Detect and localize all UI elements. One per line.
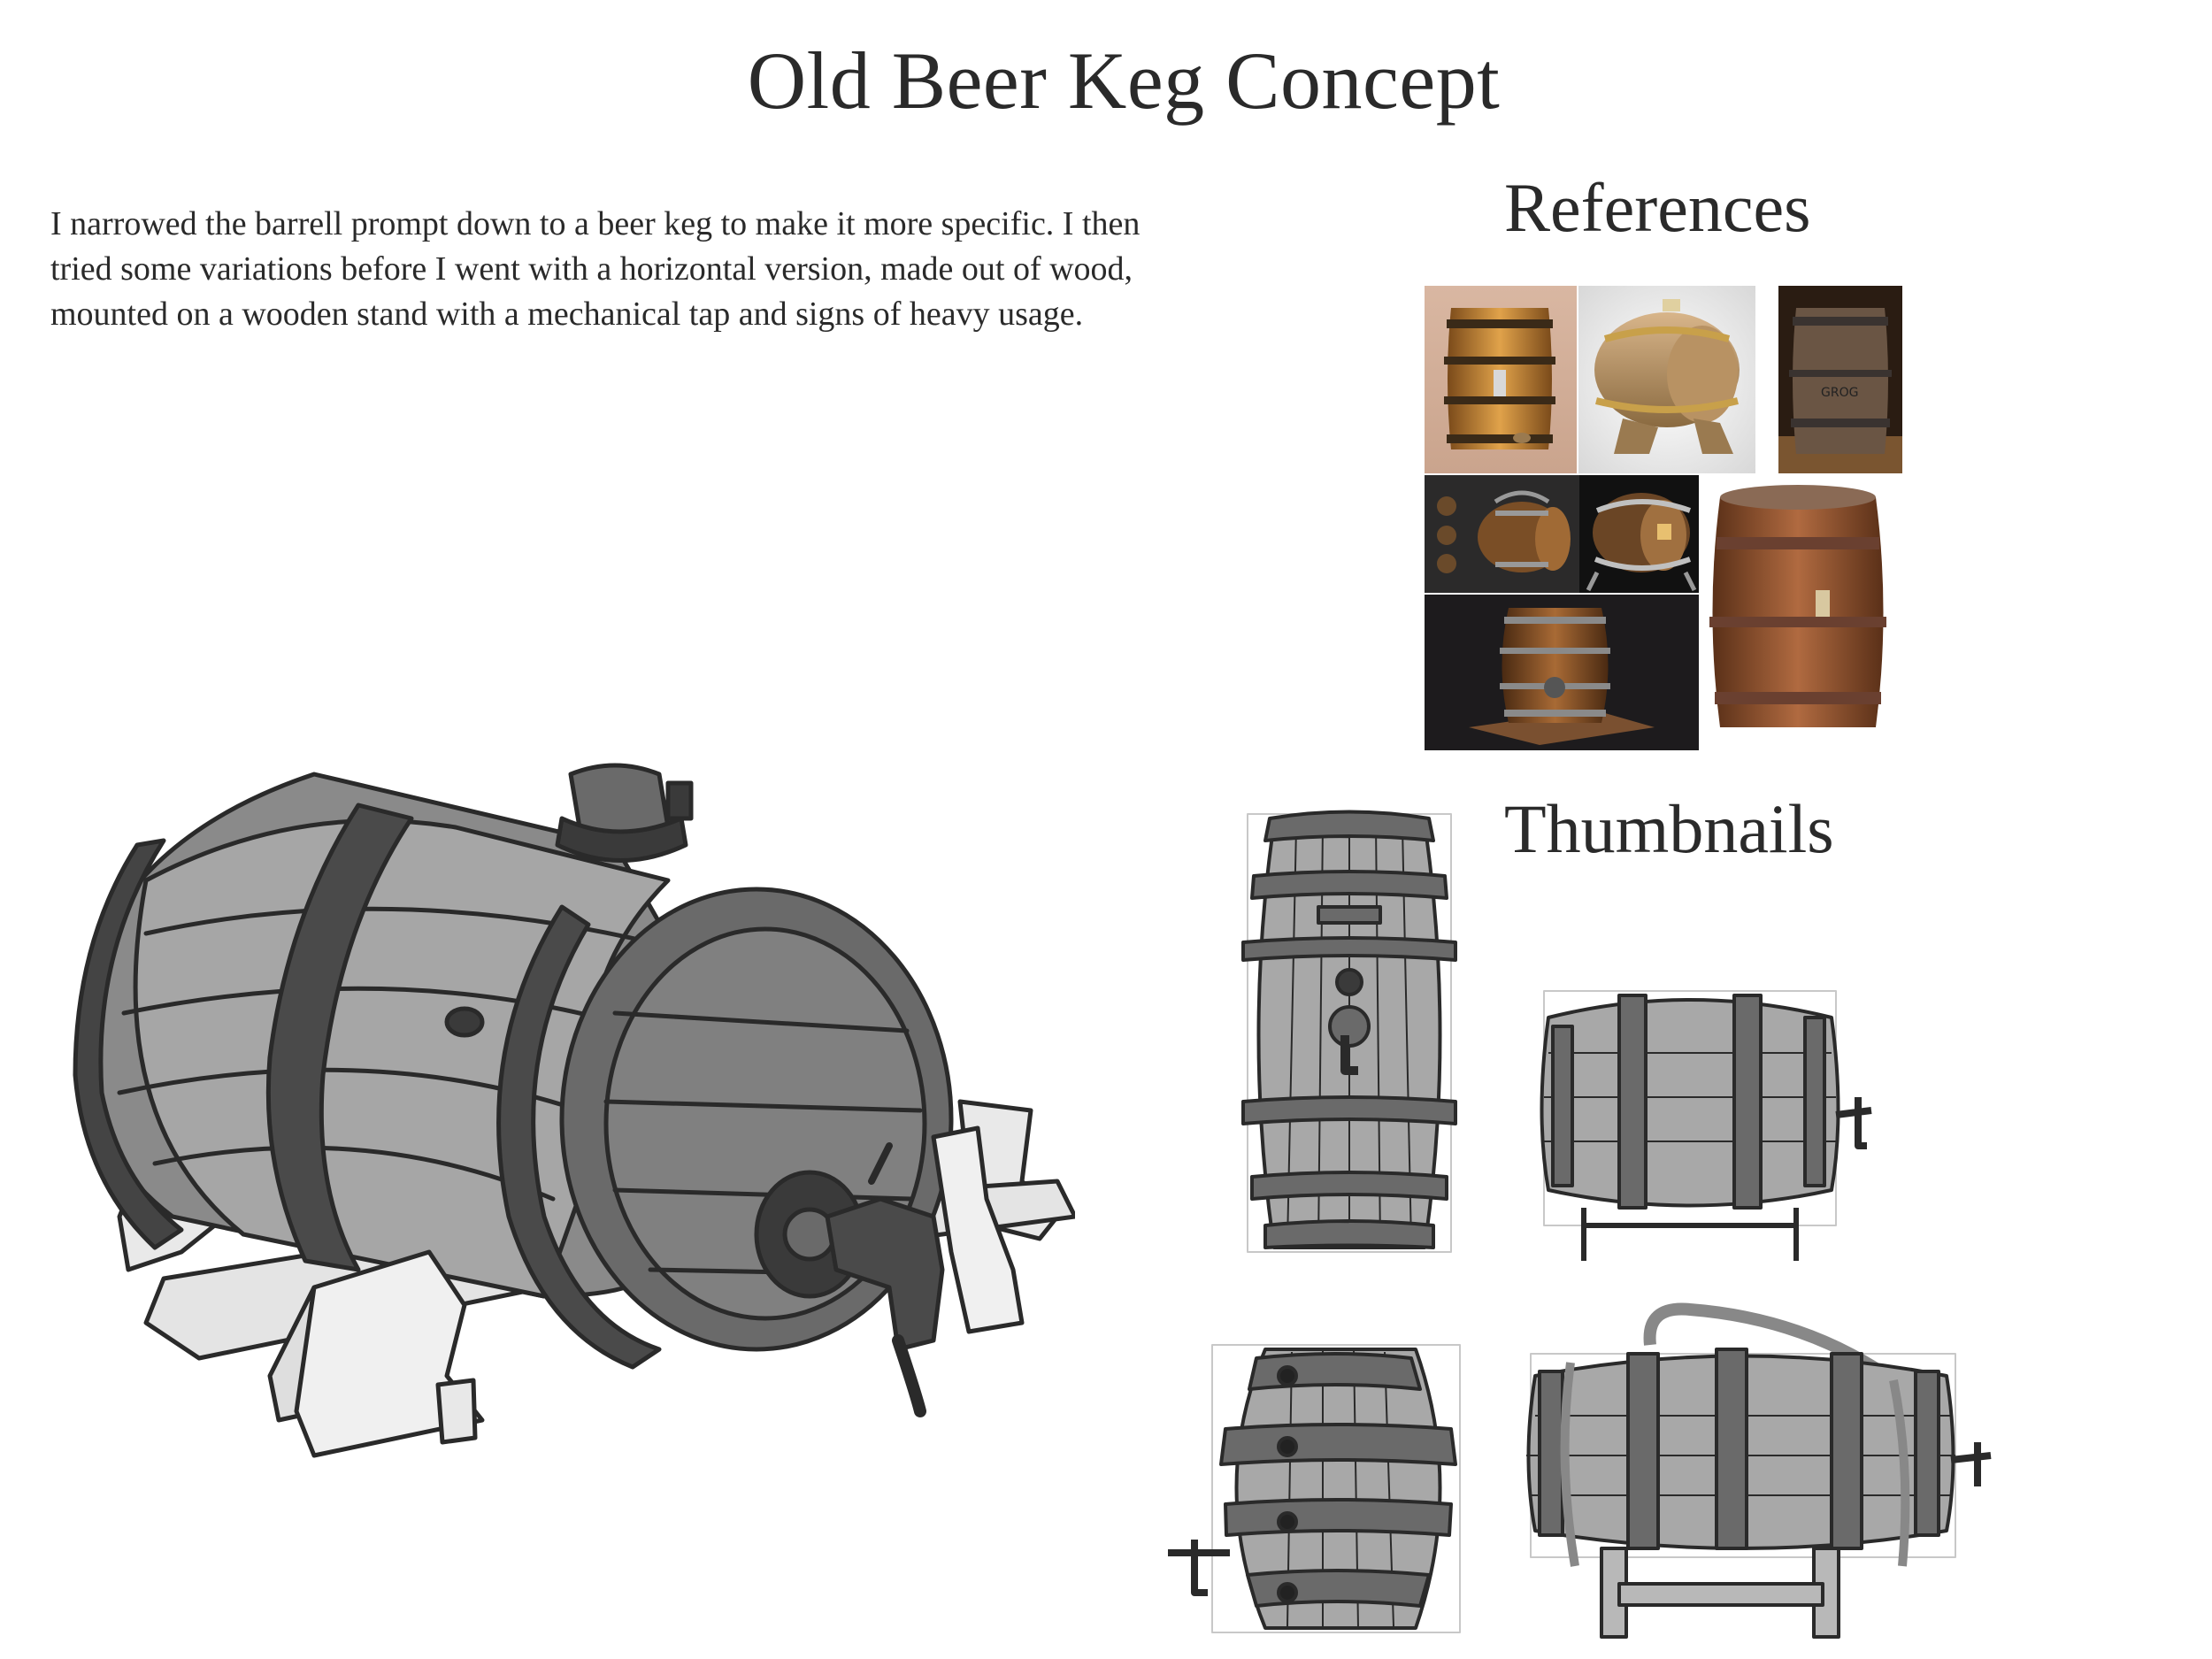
description-text: I narrowed the barrell prompt down to a …	[50, 205, 1141, 333]
reference-image-7	[1701, 475, 1902, 750]
main-keg-sketch	[49, 721, 1075, 1495]
reference-image-1	[1425, 286, 1577, 473]
reference-image-2	[1578, 286, 1755, 473]
thumbnail-rope-keg	[1513, 1301, 2008, 1646]
reference-barrel-label: GROG	[1821, 386, 1858, 400]
thumbnail-horizontal-keg	[1531, 982, 1893, 1274]
thumbnails-heading: Thumbnails	[1504, 790, 1834, 867]
reference-image-3: GROG	[1778, 286, 1902, 473]
reference-image-6	[1425, 595, 1699, 750]
reference-image-5	[1579, 475, 1699, 593]
thumbnail-round-keg	[1168, 1336, 1469, 1641]
reference-image-4	[1425, 475, 1579, 593]
thumbnail-vertical-keg	[1234, 805, 1464, 1265]
page-title: Old Beer Keg Concept	[747, 35, 1501, 126]
references-heading: References	[1504, 169, 1811, 246]
